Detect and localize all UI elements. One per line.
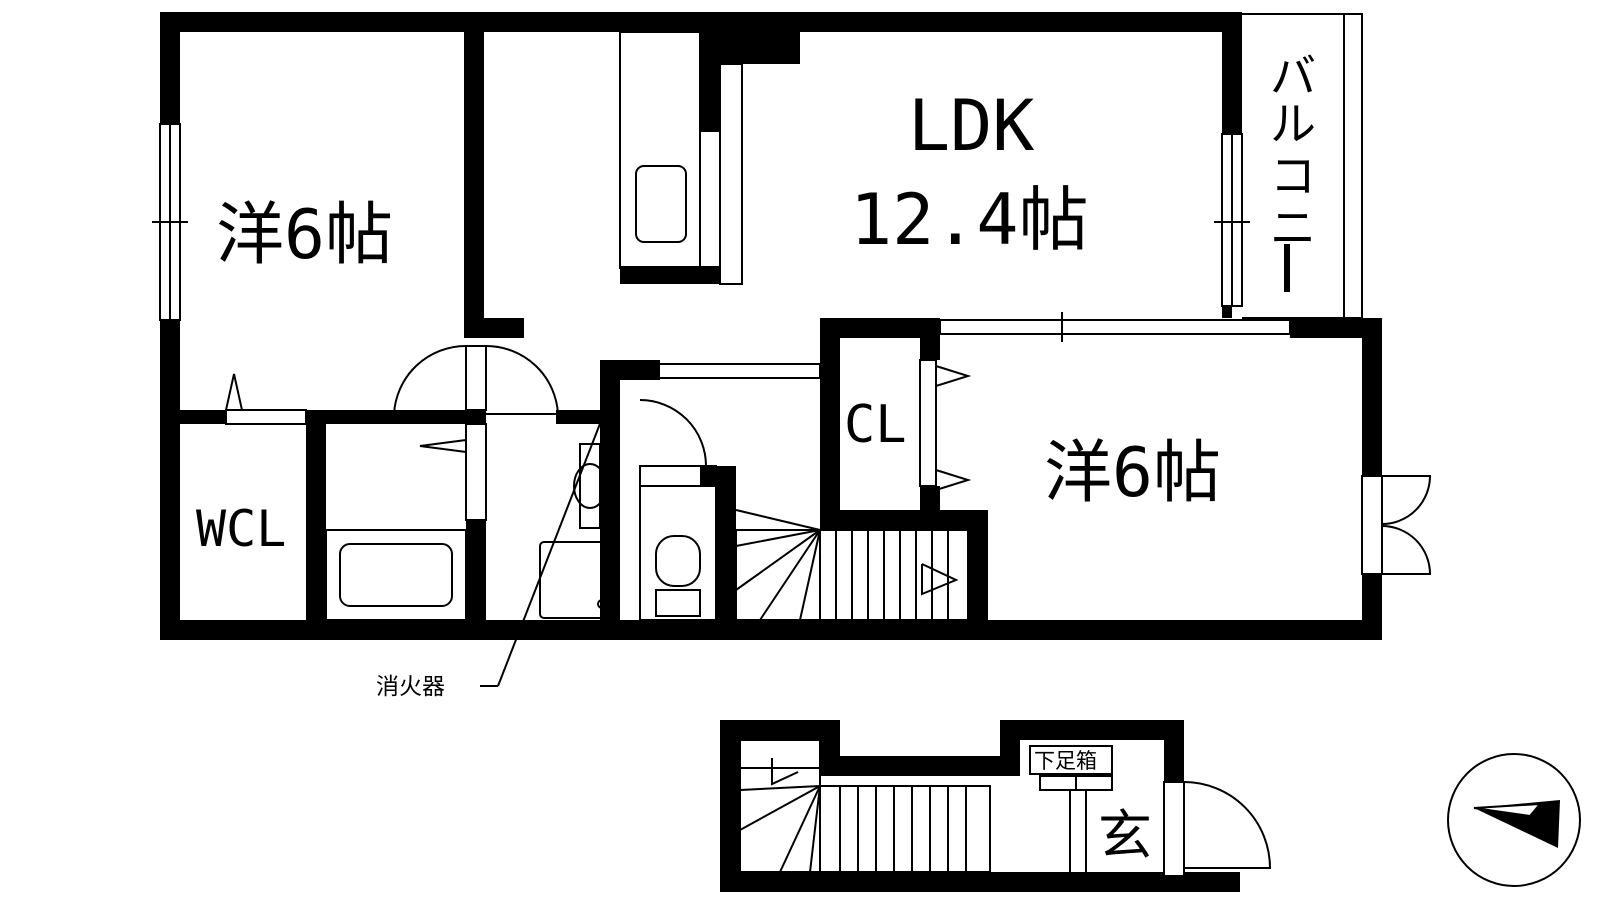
- closet-door-arrow-icon: [935, 468, 972, 492]
- upper-floor-walls: [160, 12, 1382, 640]
- upper-floor-fixtures: [152, 13, 1432, 687]
- labels: 洋6帖 LDK 12.4帖 CL 洋6帖 WCL 玄 下足箱 消火器 バ ル コ…: [196, 49, 1316, 867]
- window-bedroom2: [1361, 475, 1383, 575]
- door-washroom[interactable]: [485, 344, 560, 415]
- lower-floor-fixtures: [739, 739, 1272, 877]
- balcony-char-5-bar: [1284, 244, 1290, 292]
- balcony-outline: [1242, 13, 1363, 319]
- fire-extinguisher-leader: [497, 397, 611, 687]
- bath-door[interactable]: [465, 423, 487, 521]
- balcony-char-2: ル: [1270, 97, 1316, 151]
- wcl-door[interactable]: [225, 409, 307, 425]
- label-fire-extinguisher: 消火器: [376, 674, 445, 700]
- room-label-western-right: 洋6帖: [1044, 434, 1221, 513]
- closet-door-arrow-icon: [935, 364, 972, 388]
- kitchen-sink-icon: [635, 165, 687, 243]
- bathtub-icon: [339, 543, 453, 607]
- room-label-closet: CL: [844, 395, 907, 455]
- balcony-char-3: コ: [1270, 149, 1316, 203]
- toilet-door[interactable]: [639, 399, 708, 467]
- door-bedroom1[interactable]: [392, 344, 467, 415]
- stairs-arrow-icon: [921, 563, 959, 596]
- room-label-ldk: LDK: [908, 85, 1034, 167]
- stairs-lower-arrow-icon: [771, 758, 799, 786]
- toilet-tank: [655, 589, 701, 617]
- room-label-western-left: 洋6帖: [216, 196, 393, 275]
- kitchen-counter: [619, 31, 701, 269]
- room-label-ldk-size: 12.4帖: [850, 179, 1089, 261]
- sliding-door-bedroom2[interactable]: [939, 319, 1291, 335]
- balcony-char-4: ニ: [1270, 201, 1316, 255]
- stairs-upper: [735, 509, 969, 621]
- north-arrow-icon: [1447, 753, 1581, 887]
- wcl-door-arrow-icon: [224, 373, 244, 411]
- counter-panel: [719, 63, 743, 285]
- toilet-icon: [655, 535, 701, 587]
- room-label-entrance: 玄: [1098, 804, 1152, 867]
- entrance-door[interactable]: [1163, 781, 1185, 877]
- label-shoe-box: 下足箱: [1034, 749, 1097, 773]
- room-label-wcl: WCL: [196, 500, 286, 558]
- balcony-char-1: バ: [1270, 49, 1316, 103]
- lower-floor-walls: [720, 720, 1240, 892]
- washbasin-icon: [573, 463, 607, 509]
